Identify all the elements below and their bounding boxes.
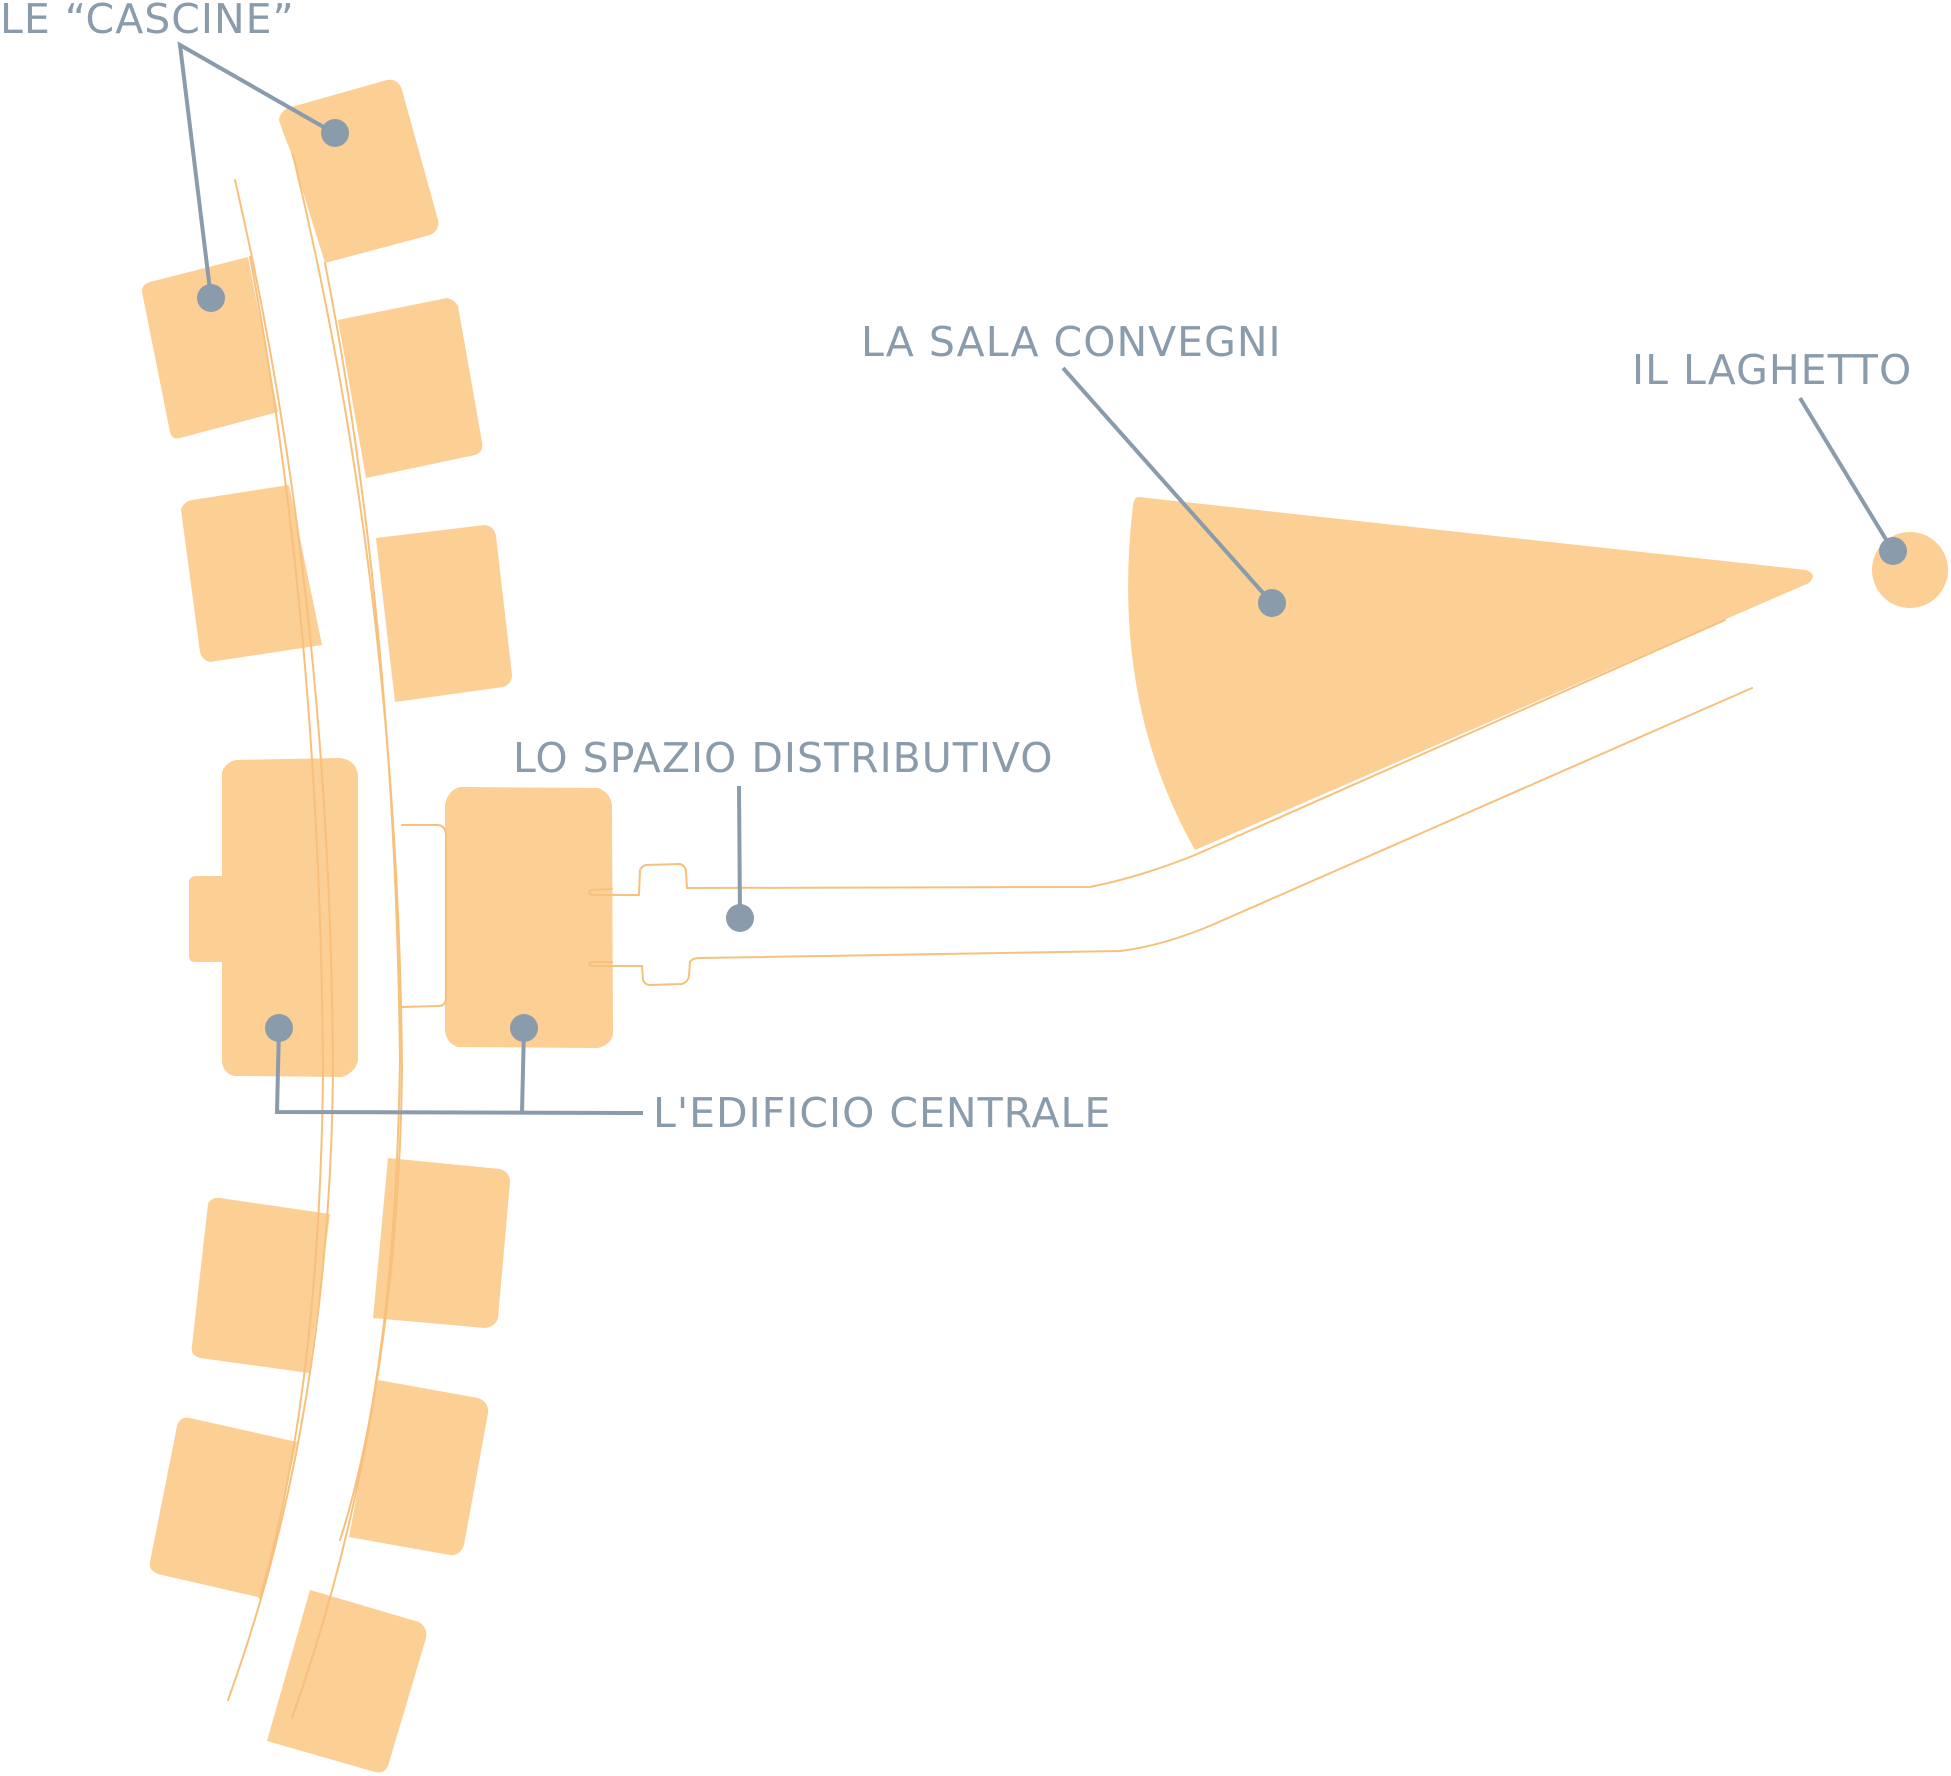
label-laghetto: IL LAGHETTO [1632, 346, 1912, 394]
leader-sala-convegni [1061, 366, 1274, 605]
leader-spazio-distributivo [737, 785, 742, 919]
label-spazio-distributivo: LO SPAZIO DISTRIBUTIVO [513, 734, 1054, 782]
paths [227, 154, 1753, 1719]
leader-laghetto [1798, 396, 1895, 553]
cascina-block-2 [141, 257, 278, 439]
label-cascine: LE “CASCINE” [0, 0, 295, 43]
main-corridor-west-inner [249, 256, 325, 1599]
main-corridor-west-edge [227, 179, 335, 1701]
cascina-block-4 [181, 485, 322, 662]
distribution-corridor-north-edge [588, 619, 1726, 896]
cascina-block-9 [149, 1417, 297, 1598]
dot-cascina-left [197, 284, 225, 312]
sala-convegni-shape [1128, 497, 1813, 850]
dot-edificio-east [510, 1014, 538, 1042]
cascina-block-8 [349, 1380, 489, 1556]
dot-spazio-distributivo [726, 904, 754, 932]
edificio-centrale-east-block [445, 787, 613, 1048]
central-connector [401, 824, 447, 1008]
cascina-block-3 [338, 298, 483, 478]
dot-laghetto [1879, 537, 1907, 565]
main-corridor-east-edge [291, 154, 404, 1719]
dot-cascina-top [321, 119, 349, 147]
labels: LE “CASCINE” LA SALA CONVEGNI IL LAGHETT… [0, 0, 1912, 1137]
leader-lines [177, 41, 1895, 1115]
leader-dots [197, 119, 1907, 1042]
dot-edificio-west [265, 1014, 293, 1042]
leader-cascine [177, 41, 335, 299]
cascina-block-1 [279, 79, 439, 263]
distribution-corridor-south-edge [588, 687, 1753, 987]
cascina-block-6 [373, 1158, 510, 1328]
leader-edificio-centrale [274, 1027, 644, 1115]
cascina-block-10 [267, 1590, 427, 1773]
cascina-block-5 [376, 525, 512, 702]
label-edificio-centrale: L'EDIFICIO CENTRALE [653, 1089, 1111, 1137]
cascina-block-7 [191, 1197, 330, 1373]
label-sala-convegni: LA SALA CONVEGNI [861, 318, 1282, 366]
main-corridor-east-inner [324, 262, 402, 1541]
dot-sala-convegni [1258, 589, 1286, 617]
cascine-buildings [141, 79, 1948, 1773]
